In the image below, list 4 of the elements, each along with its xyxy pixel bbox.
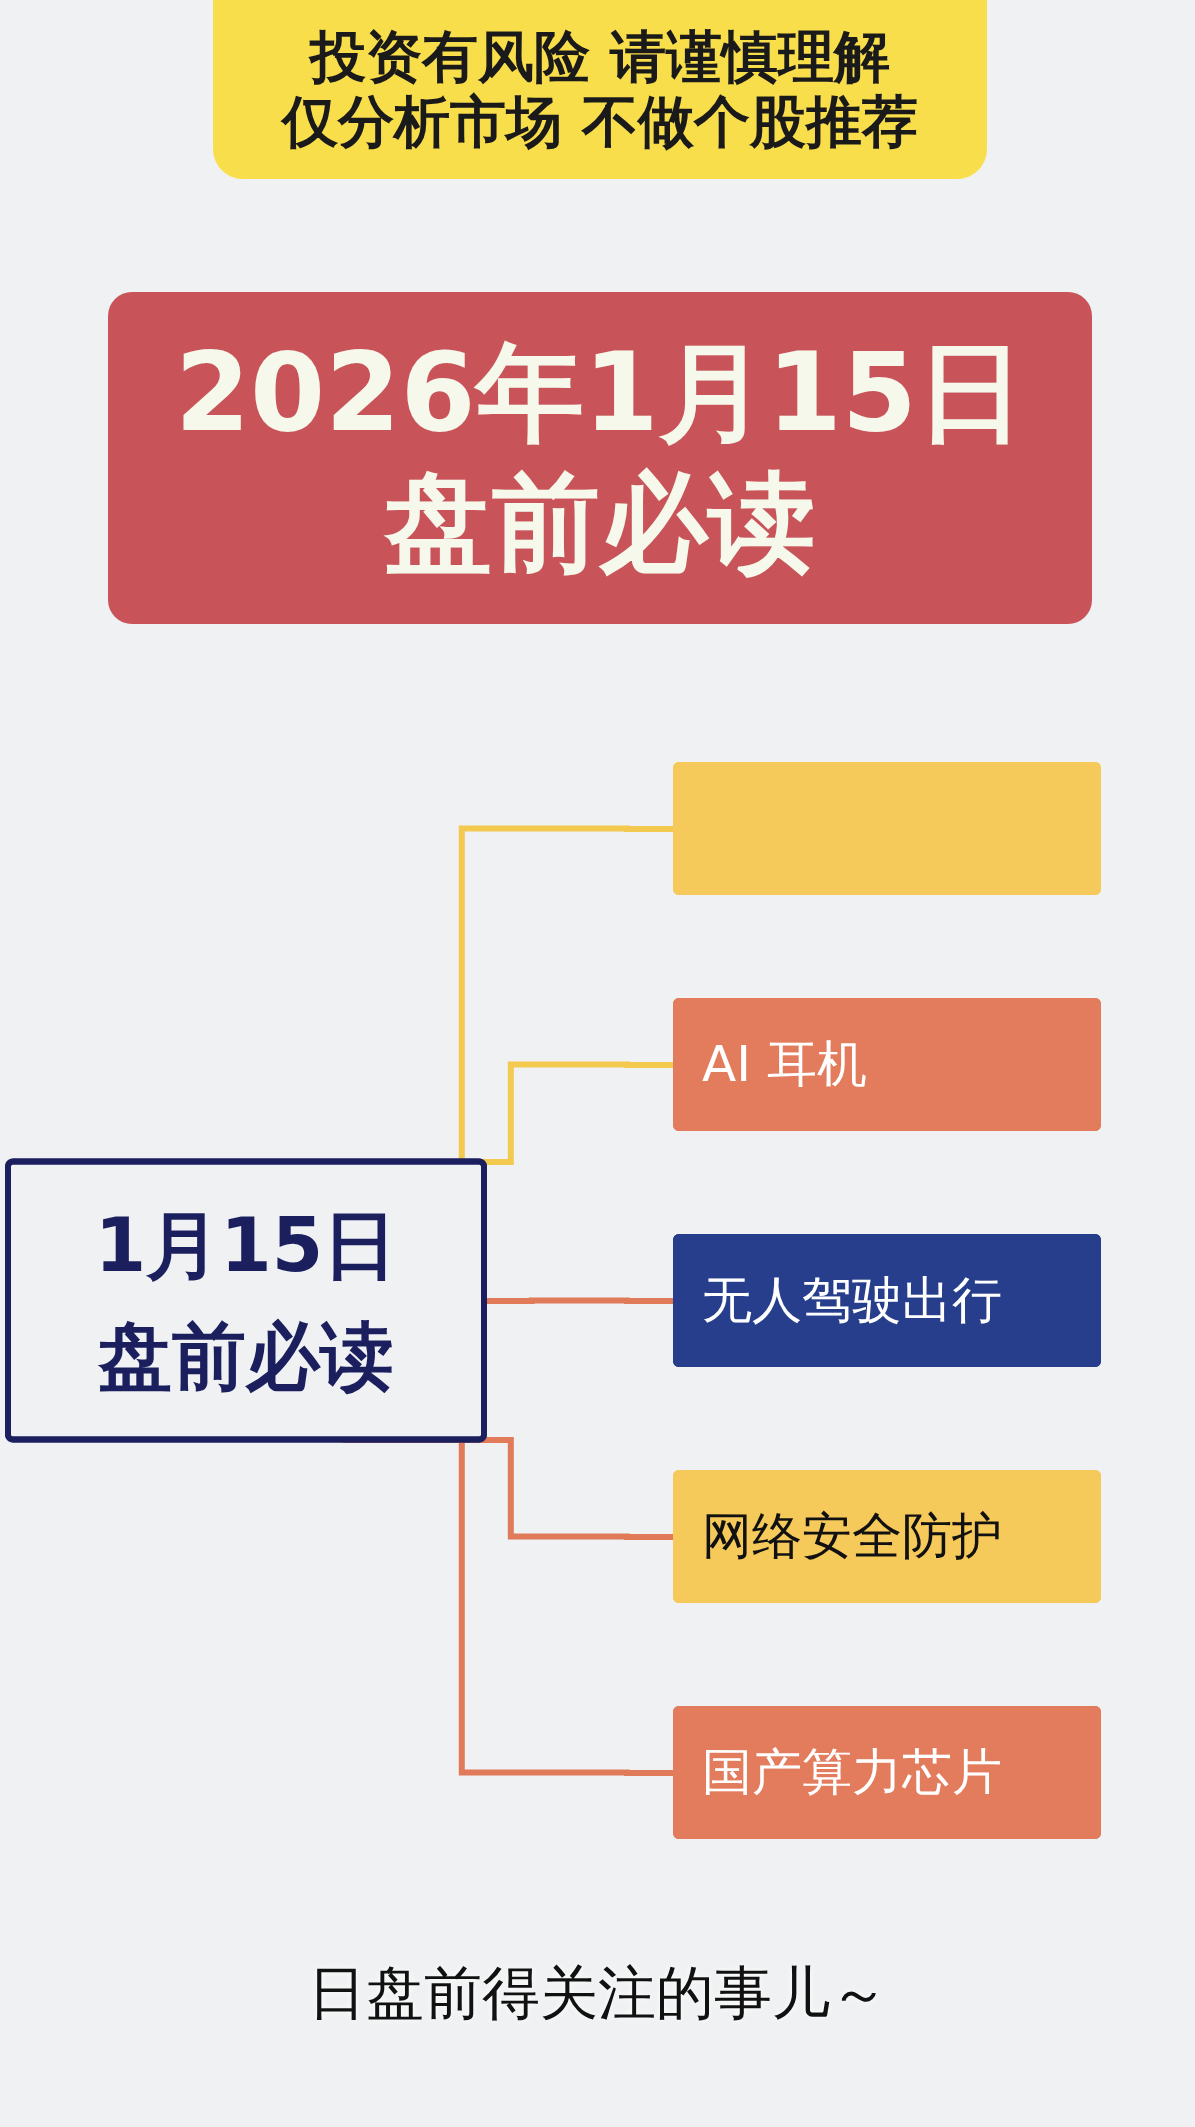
caption: 日盘前得关注的事儿～ [306, 1958, 889, 2029]
disclaimer-text: 投资有风险 请谨慎理解 [310, 25, 890, 90]
title: 2026年1月15日盘前必读 [173, 329, 1026, 587]
disclaimer-text: 仅分析市场 不做个股推荐 [282, 89, 918, 154]
